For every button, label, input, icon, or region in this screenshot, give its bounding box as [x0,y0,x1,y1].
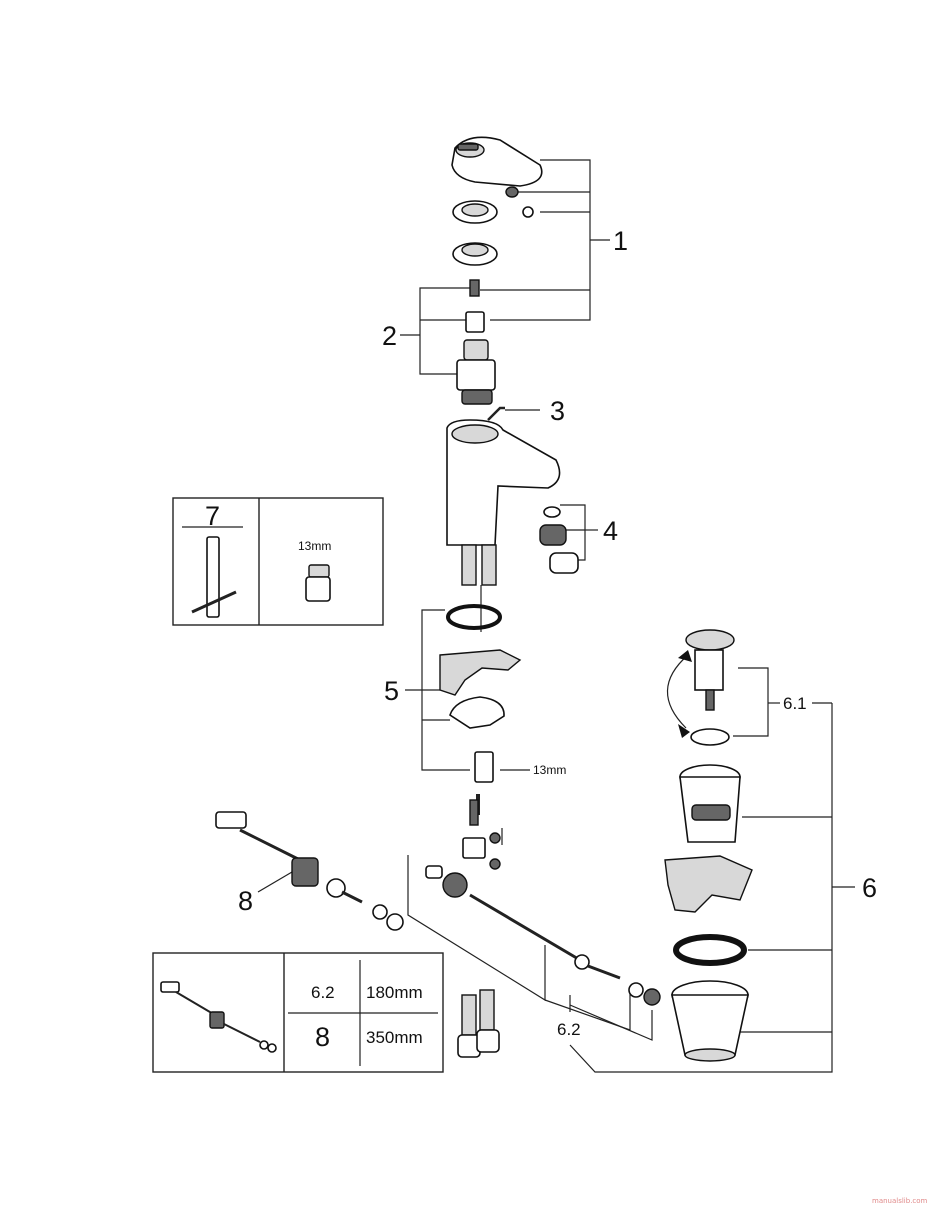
waste-body [664,764,753,1062]
tap-body [446,419,561,546]
spanner-tool [191,536,237,618]
callout-5: 5 [384,676,399,706]
table-row-1-part: 6.2 [311,983,335,1002]
watermark: manualslib.com [872,1197,928,1205]
pop-up-plug [685,629,735,746]
flexible-hoses [461,544,497,632]
screw-and-adapter [465,279,485,333]
callout-6-2: 6.2 [557,1020,581,1039]
stud-size-label: 13mm [533,763,566,777]
table-row-2-part: 8 [315,1022,330,1052]
length-table-box: 6.2 180mm 8 350mm [152,952,444,1073]
tap-lever-handle [451,136,543,187]
cover-cap [452,200,498,266]
callout-6: 6 [862,873,877,903]
aerator-set [539,506,579,574]
cartridge [456,339,496,405]
extension-rod-8 [215,811,404,931]
supply-hoses-bottom [457,989,500,1058]
fixing-set [439,604,522,815]
nut-13mm [305,564,331,602]
table-row-1-length: 180mm [366,983,423,1002]
extension-rod-icon [160,981,277,1053]
callout-2: 2 [382,321,397,351]
callout-6-1: 6.1 [783,694,807,713]
callout-4: 4 [603,516,618,546]
cartridge-clip [487,406,505,421]
leader-lines [257,159,855,1073]
table-row-2-length: 350mm [366,1028,423,1047]
callout-7: 7 [205,501,220,531]
pop-up-rod-assembly [425,799,661,1006]
callout-3: 3 [550,396,565,426]
grub-screw [505,186,534,218]
callout-1: 1 [613,226,628,256]
tool-box: 7 13mm [172,497,384,626]
tool-size-label: 13mm [298,539,331,553]
callout-8: 8 [238,886,253,916]
